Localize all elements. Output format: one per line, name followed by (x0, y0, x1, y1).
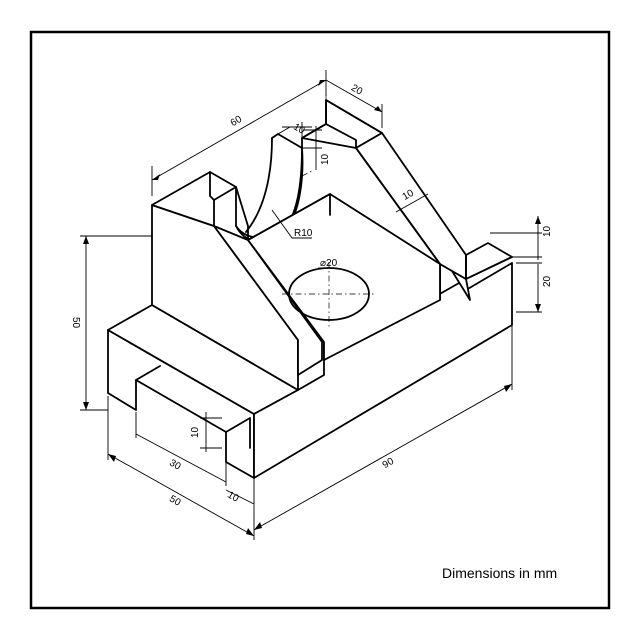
isometric-part (107, 99, 513, 479)
dim-10-right: 10 (542, 225, 553, 237)
dim-20-top: 20 (349, 83, 365, 98)
left-upright-step (209, 171, 215, 201)
arrowheads (83, 80, 541, 536)
rear-wall-thickness (325, 123, 357, 149)
recessed-floor-back (247, 193, 331, 241)
dimension-lines (80, 70, 542, 540)
right-step-edge (465, 254, 513, 280)
dim-90: 90 (381, 456, 397, 471)
base-slot-inner (135, 365, 251, 449)
dim-10-notch: 10 (291, 122, 307, 137)
dim-50-depth: 50 (167, 494, 183, 509)
rear-wall-top-edge (301, 99, 383, 149)
dim-60: 60 (229, 114, 245, 129)
units-note: Dimensions in mm (442, 565, 557, 581)
dim-diameter: ⌀20 (320, 258, 338, 269)
dimension-labels: 60 20 10 10 R10 10 ⌀20 10 20 50 10 30 50… (70, 83, 553, 509)
dim-10-bottom: 10 (225, 490, 241, 505)
dim-20-right: 20 (542, 275, 553, 287)
left-upright-top (151, 171, 237, 227)
dim-10-vertical: 10 (320, 153, 331, 165)
dim-10-incline: 10 (401, 188, 417, 203)
dim-r10: R10 (294, 228, 313, 239)
rear-wall-notch-back (245, 137, 273, 233)
dim-50-height: 50 (70, 317, 81, 329)
dim-10-slot: 10 (190, 426, 201, 438)
sheet-border (29, 30, 611, 610)
dim-30: 30 (167, 458, 183, 473)
rear-wall-top-lip (271, 133, 303, 149)
